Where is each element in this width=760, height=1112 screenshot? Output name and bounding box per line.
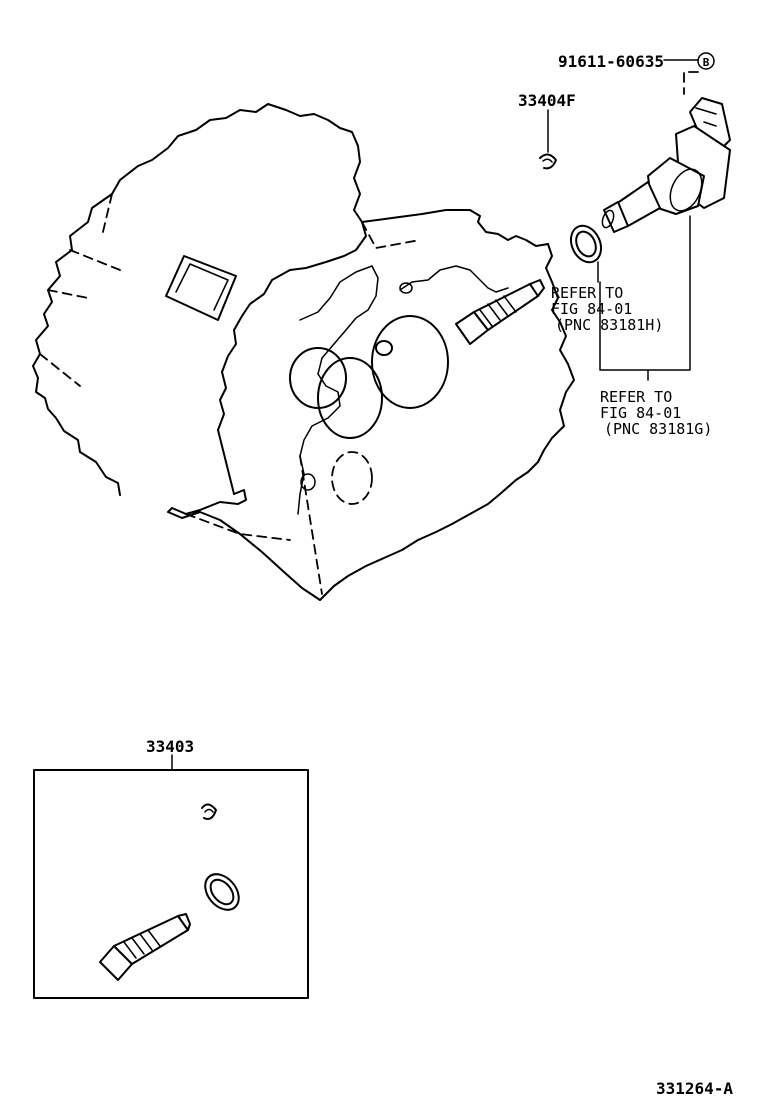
housing-front-face [319, 243, 575, 601]
leader-lines [171, 59, 699, 771]
housing-front-left [217, 221, 367, 495]
housing-inner-contour-3 [399, 265, 509, 293]
housing-bore-hidden [331, 451, 373, 505]
housing-hidden-line-2 [47, 289, 89, 299]
speedometer-driven-gear [455, 279, 545, 345]
refer-h-line3: (PNC 83181H) [555, 316, 663, 334]
housing-hidden-line-4 [101, 193, 113, 237]
housing-bottom-edge [167, 489, 321, 601]
refer-h-line1: REFER TO [551, 284, 623, 302]
kit-frame [33, 769, 309, 999]
housing-bore-small [375, 340, 393, 356]
transaxle-housing [32, 103, 575, 601]
housing-window-inner [175, 263, 229, 311]
housing-bore-3 [371, 315, 449, 409]
label-clip-part-number: 33404F [518, 91, 576, 110]
housing-window [165, 255, 237, 321]
label-kit-part-number: 33403 [146, 737, 194, 756]
label-sensor-part-number: 91611-60635 [558, 52, 664, 71]
housing-boss-small [300, 473, 316, 491]
kit-clip [201, 803, 217, 820]
leader-b-dashed [683, 71, 699, 95]
refer-g-line1: REFER TO [600, 388, 672, 406]
housing-hidden-line-5 [361, 221, 421, 250]
refer-h-line2: FIG 84-01 [551, 300, 632, 318]
refer-g-line3: (PNC 83181G) [604, 420, 712, 438]
o-ring-main [569, 224, 603, 264]
housing-bore-2 [317, 357, 383, 439]
leader-refer-g [599, 215, 691, 381]
housing-inner-contour [299, 265, 379, 375]
housing-hidden-line-6 [299, 455, 323, 595]
housing-inner-contour-2 [297, 373, 341, 515]
kit-o-ring [204, 873, 240, 911]
retainer-clip [539, 153, 557, 170]
housing-hidden-line-1 [69, 249, 121, 271]
housing-top-edge [361, 209, 549, 247]
housing-hidden-line-3 [39, 353, 81, 387]
drawing-number: 331264-A [656, 1079, 733, 1098]
kit-driven-gear [99, 913, 191, 981]
marker-b-text: B [703, 56, 710, 69]
housing-rear-outline [32, 103, 363, 496]
refer-g-line2: FIG 84-01 [600, 404, 681, 422]
housing-hidden-line-7 [185, 513, 291, 541]
speed-sensor [601, 97, 731, 233]
repair-kit-box [33, 769, 309, 999]
housing-boss-2 [399, 282, 413, 294]
circle-marker-b: B [697, 52, 715, 70]
